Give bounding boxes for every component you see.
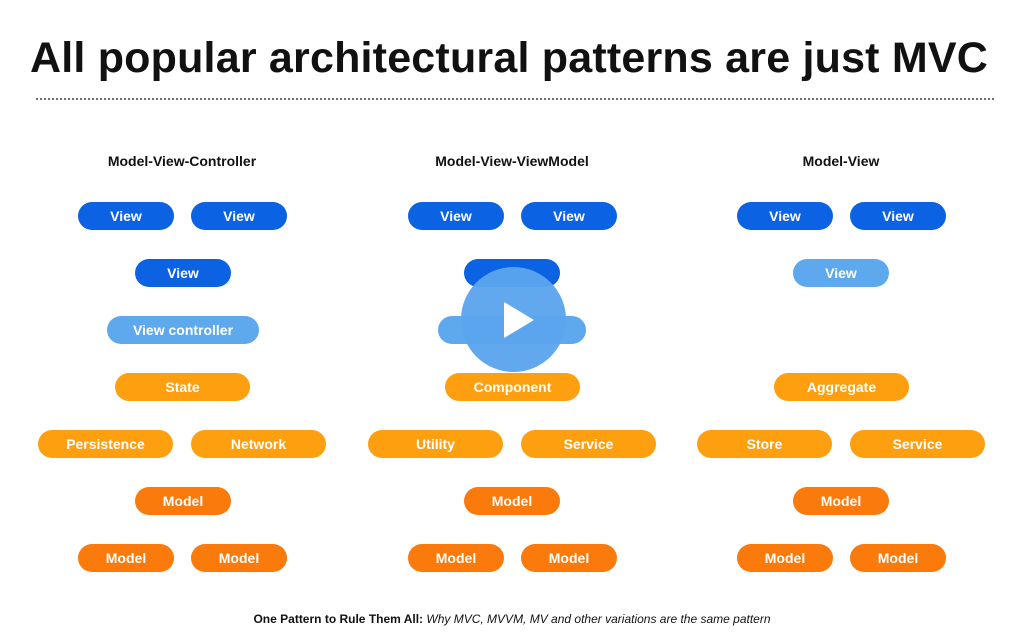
dotted-divider [36,98,994,100]
mvc-model-1: Model [135,487,231,515]
mvc-state: State [115,373,250,401]
column-title-mvc: Model-View-Controller [107,153,257,169]
mvc-model-2: Model [78,544,174,572]
mv-model-2: Model [737,544,833,572]
mv-service: Service [850,430,985,458]
caption: One Pattern to Rule Them All: Why MVC, M… [0,612,1024,626]
mv-aggregate: Aggregate [774,373,909,401]
mvc-network: Network [191,430,326,458]
mv-model-1: Model [793,487,889,515]
mvvm-service: Service [521,430,656,458]
mvvm-model-1: Model [464,487,560,515]
mvvm-view-1: View [408,202,504,230]
mvc-view-3: View [135,259,231,287]
mv-view-2: View [850,202,946,230]
mvvm-view-2: View [521,202,617,230]
mvc-model-3: Model [191,544,287,572]
mvvm-utility: Utility [368,430,503,458]
caption-bold: One Pattern to Rule Them All: [253,612,424,626]
mv-store: Store [697,430,832,458]
mvvm-component: Component [445,373,580,401]
mvvm-model-2: Model [408,544,504,572]
caption-italic: Why MVC, MVVM, MV and other variations a… [426,612,771,626]
mv-model-3: Model [850,544,946,572]
mvc-view-controller: View controller [107,316,259,344]
column-title-mvvm: Model-View-ViewModel [435,153,589,169]
mv-view-1: View [737,202,833,230]
mvc-view-1: View [78,202,174,230]
play-icon [503,301,534,338]
mvvm-model-3: Model [521,544,617,572]
mvc-view-2: View [191,202,287,230]
mvc-persistence: Persistence [38,430,173,458]
mv-view-3: View [793,259,889,287]
column-title-mv: Model-View [802,153,880,169]
play-button[interactable] [461,267,566,372]
slide-title: All popular architectural patterns are j… [30,34,989,82]
